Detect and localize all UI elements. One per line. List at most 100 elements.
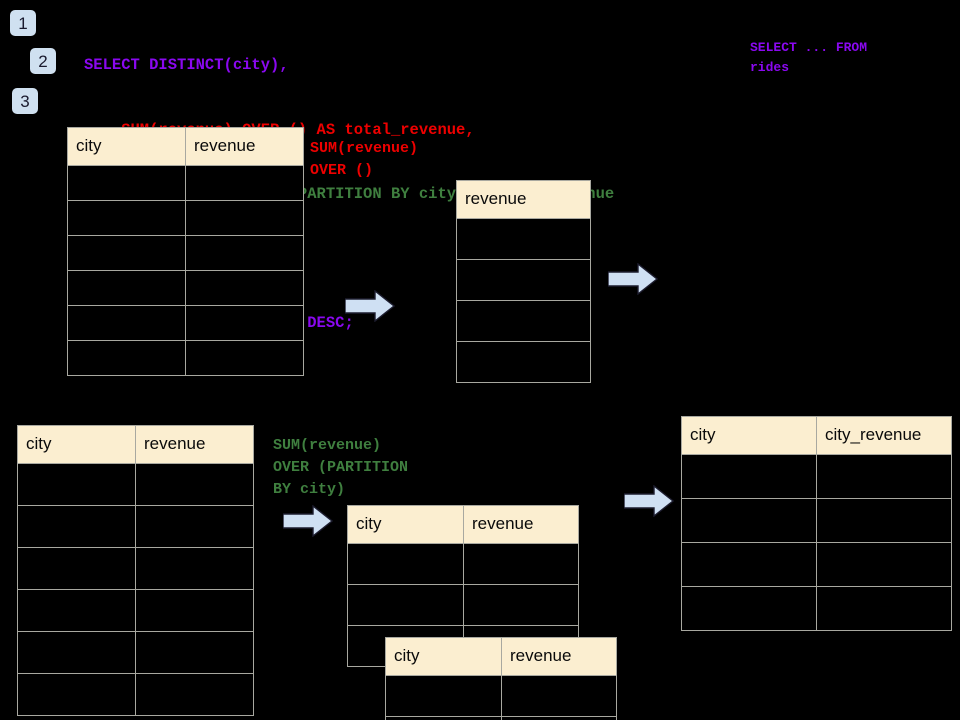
cell-city-revenue xyxy=(816,454,952,499)
table-row xyxy=(385,675,617,717)
flow-arrow-rides-to-partition xyxy=(283,505,333,537)
cell-revenue xyxy=(185,165,304,201)
column-header-city: city xyxy=(681,416,817,455)
table-row xyxy=(456,259,591,301)
table-header-row: city revenue xyxy=(67,127,304,166)
cell-city xyxy=(67,200,186,236)
cell-city xyxy=(67,270,186,306)
cell-revenue xyxy=(135,631,254,674)
column-header-revenue: revenue xyxy=(135,425,254,464)
cell-revenue xyxy=(456,341,591,383)
cell-revenue xyxy=(456,300,591,342)
annotation-total-revenue: SUM(revenue) OVER () xyxy=(310,140,419,179)
rides-source-table-lower: city revenue xyxy=(17,425,254,716)
cell-revenue xyxy=(185,270,304,306)
city-revenue-result-table: city city_revenue xyxy=(681,416,952,631)
cell-city xyxy=(347,543,464,585)
cell-city xyxy=(17,631,136,674)
flow-arrow-total-to-result xyxy=(608,263,658,295)
table-row xyxy=(17,673,254,716)
table-header-row: city revenue xyxy=(17,425,254,464)
table-row xyxy=(17,631,254,674)
column-header-revenue: revenue xyxy=(185,127,304,166)
step-badge-3: 3 xyxy=(12,88,38,114)
cell-city xyxy=(67,305,186,341)
cell-city-revenue xyxy=(816,586,952,631)
table-row xyxy=(17,589,254,632)
table-row xyxy=(67,200,304,236)
cell-revenue xyxy=(135,547,254,590)
step-badge-1: 1 xyxy=(10,10,36,36)
cell-revenue xyxy=(501,675,617,717)
table-row xyxy=(681,542,952,587)
total-revenue-table: revenue xyxy=(456,180,591,383)
cell-city-revenue xyxy=(816,498,952,543)
column-header-revenue: revenue xyxy=(463,505,579,544)
cell-city xyxy=(67,340,186,376)
table-header-row: city city_revenue xyxy=(681,416,952,455)
cell-city xyxy=(67,235,186,271)
cell-revenue xyxy=(185,235,304,271)
cell-city xyxy=(681,542,817,587)
cell-city xyxy=(681,498,817,543)
table-header-row: city revenue xyxy=(385,637,617,676)
cell-revenue xyxy=(463,584,579,626)
cell-city xyxy=(385,716,502,720)
flow-arrow-rides-to-total xyxy=(345,290,395,322)
table-row xyxy=(456,218,591,260)
side-note-select-from: SELECT ... FROM rides xyxy=(750,40,875,75)
table-row xyxy=(67,235,304,271)
table-row xyxy=(17,463,254,506)
cell-city xyxy=(17,463,136,506)
cell-city xyxy=(385,675,502,717)
column-header-revenue: revenue xyxy=(501,637,617,676)
cell-revenue xyxy=(185,305,304,341)
table-row xyxy=(67,305,304,341)
table-row xyxy=(456,341,591,383)
table-row xyxy=(67,340,304,376)
cell-city xyxy=(17,673,136,716)
cell-city xyxy=(17,589,136,632)
cell-city xyxy=(681,454,817,499)
table-row xyxy=(681,498,952,543)
column-header-city-revenue: city_revenue xyxy=(816,416,952,455)
cell-revenue xyxy=(501,716,617,720)
table-row xyxy=(17,547,254,590)
cell-city xyxy=(17,547,136,590)
cell-revenue xyxy=(456,259,591,301)
table-header-row: city revenue xyxy=(347,505,579,544)
column-header-revenue: revenue xyxy=(456,180,591,219)
cell-revenue xyxy=(135,589,254,632)
annotation-city-revenue: SUM(revenue) OVER (PARTITION BY city) xyxy=(273,437,409,498)
cell-revenue xyxy=(185,340,304,376)
column-header-city: city xyxy=(385,637,502,676)
step-badge-2: 2 xyxy=(30,48,56,74)
partition-group-table-back: city revenue xyxy=(347,505,579,667)
table-header-row: revenue xyxy=(456,180,591,219)
table-row xyxy=(67,270,304,306)
column-header-city: city xyxy=(17,425,136,464)
rides-source-table: city revenue xyxy=(67,127,304,376)
flow-arrow-partition-to-result xyxy=(624,485,674,517)
cell-revenue xyxy=(135,673,254,716)
column-header-city: city xyxy=(347,505,464,544)
cell-revenue xyxy=(135,505,254,548)
table-row xyxy=(385,716,617,720)
cell-city xyxy=(347,584,464,626)
column-header-city: city xyxy=(67,127,186,166)
cell-city-revenue xyxy=(816,542,952,587)
cell-revenue xyxy=(135,463,254,506)
table-row xyxy=(456,300,591,342)
cell-city xyxy=(17,505,136,548)
cell-revenue xyxy=(456,218,591,260)
partition-group-table-front: city revenue xyxy=(385,637,617,720)
cell-revenue xyxy=(185,200,304,236)
sql-line-select: SELECT DISTINCT(city), xyxy=(84,56,289,74)
table-row xyxy=(347,584,579,626)
table-row xyxy=(681,586,952,631)
table-row xyxy=(347,543,579,585)
cell-city xyxy=(681,586,817,631)
table-row xyxy=(17,505,254,548)
cell-revenue xyxy=(463,543,579,585)
